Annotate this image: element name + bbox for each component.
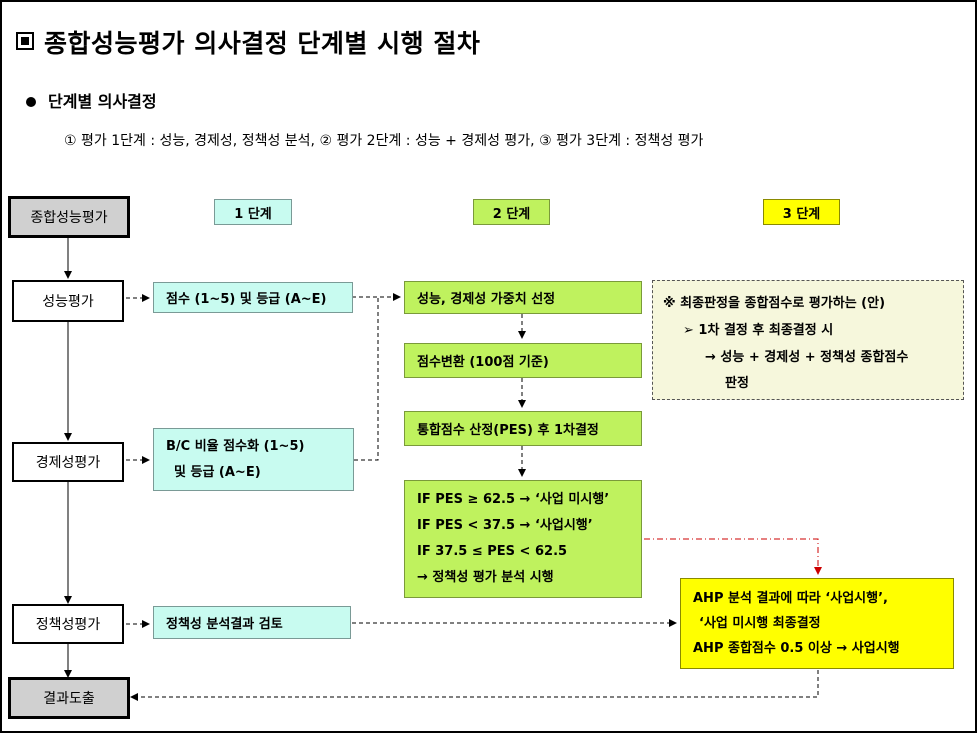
policy-review-box: 정책성 분석결과 검토: [153, 606, 351, 639]
final-decision-note: ※ 최종판정을 종합점수로 평가하는 (안) ➢ 1차 결정 후 최종결정 시 …: [652, 280, 964, 400]
stage-1-header: 1 단계: [214, 199, 292, 225]
policy-review-text: 정책성 분석결과 검토: [166, 617, 283, 632]
section-bullet-text: 단계별 의사결정: [48, 92, 157, 111]
stage-3-header: 3 단계: [763, 199, 840, 225]
arrow-ahp-to-result: [130, 670, 819, 701]
score-grade-box: 점수 (1~5) 및 등급 (A~E): [153, 282, 353, 313]
weight-selection-box: 성능, 경제성 가중치 선정: [404, 281, 642, 314]
bc-ratio-line1: B/C 비율 점수화 (1~5): [166, 438, 305, 454]
page-title-text: 종합성능평가 의사결정 단계별 시행 절차: [44, 29, 481, 58]
note-line-3: → 성능 + 경제성 + 정책성 종합점수: [705, 350, 909, 365]
stage-1-label: 1 단계: [234, 206, 272, 222]
ahp-line-2: ‘사업 미시행 최종결정: [699, 616, 821, 631]
section-bullet: 단계별 의사결정: [26, 88, 157, 112]
pes-condition-4: → 정책성 평가 분석 시행: [417, 570, 554, 585]
overall-evaluation-box: 종합성능평가: [8, 196, 130, 238]
score-convert-box: 점수변환 (100점 기준): [404, 343, 642, 378]
performance-evaluation-label: 성능평가: [42, 294, 94, 310]
pes-condition-2: IF PES < 37.5 → ‘사업시행’: [417, 518, 593, 533]
bc-ratio-box: B/C 비율 점수화 (1~5) 및 등급 (A~E): [153, 428, 354, 491]
ahp-line-1: AHP 분석 결과에 따라 ‘사업시행’,: [693, 591, 888, 606]
pes-calc-text: 통합점수 산정(PES) 후 1차결정: [417, 423, 599, 438]
note-line-1: ※ 최종판정을 종합점수로 평가하는 (안): [663, 296, 886, 311]
economic-evaluation-label: 경제성평가: [35, 455, 101, 471]
result-label: 결과도출: [43, 691, 95, 707]
economic-evaluation-box: 경제성평가: [12, 442, 124, 482]
note-line-4: 판정: [725, 376, 749, 391]
arrow-bc-to-weight: [354, 297, 379, 461]
weight-selection-text: 성능, 경제성 가중치 선정: [417, 292, 556, 307]
pes-conditions-box: IF PES ≥ 62.5 → ‘사업 미시행’ IF PES < 37.5 →…: [404, 480, 642, 598]
stage-description: ① 평가 1단계 : 성능, 경제성, 정책성 분석, ② 평가 2단계 : 성…: [64, 133, 704, 149]
result-box: 결과도출: [8, 677, 130, 719]
stage-2-label: 2 단계: [492, 206, 531, 222]
ahp-line-3: AHP 종합점수 0.5 이상 → 사업시행: [693, 641, 900, 656]
score-grade-text: 점수 (1~5) 및 등급 (A~E): [166, 292, 327, 307]
stage-3-label: 3 단계: [782, 206, 821, 222]
ahp-decision-box: AHP 분석 결과에 따라 ‘사업시행’, ‘사업 미시행 최종결정 AHP 종…: [680, 578, 954, 669]
stage-2-header: 2 단계: [473, 199, 550, 225]
pes-condition-3: IF 37.5 ≤ PES < 62.5: [417, 544, 568, 559]
pes-condition-1: IF PES ≥ 62.5 → ‘사업 미시행’: [417, 492, 610, 507]
pes-calc-box: 통합점수 산정(PES) 후 1차결정: [404, 411, 642, 446]
overall-evaluation-label: 종합성능평가: [30, 210, 108, 226]
bc-ratio-line2: 및 등급 (A~E): [174, 464, 261, 480]
arrow-conditions-to-ahp: [644, 538, 822, 575]
bullet-dot-icon: [26, 97, 36, 107]
score-convert-text: 점수변환 (100점 기준): [417, 355, 549, 370]
performance-evaluation-box: 성능평가: [12, 280, 124, 322]
note-line-2: ➢ 1차 결정 후 최종결정 시: [683, 323, 834, 338]
policy-evaluation-box: 정책성평가: [12, 604, 124, 644]
square-bullet-icon: [16, 32, 34, 50]
policy-evaluation-label: 정책성평가: [35, 617, 101, 633]
page-title: 종합성능평가 의사결정 단계별 시행 절차: [16, 24, 480, 60]
